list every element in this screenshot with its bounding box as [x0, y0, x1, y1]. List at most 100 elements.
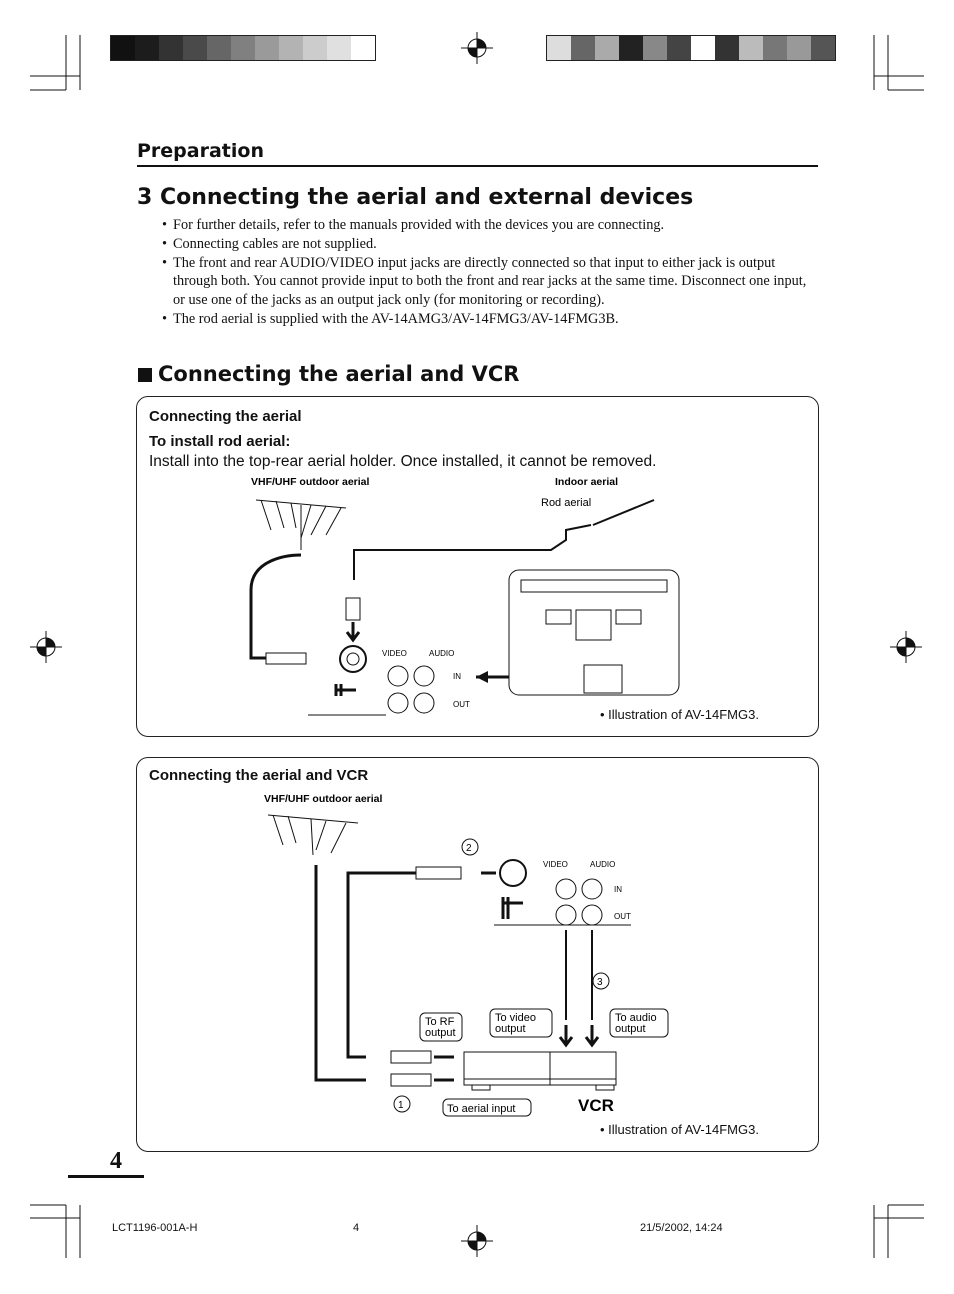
- notes-list: For further details, refer to the manual…: [162, 216, 818, 329]
- diagram-shape: [346, 652, 360, 666]
- diagram-shape: [287, 815, 297, 844]
- label-outdoor-aerial: VHF/UHF outdoor aerial: [251, 476, 370, 488]
- label-indoor-aerial: Indoor aerial: [555, 476, 618, 488]
- color-swatch: [279, 36, 303, 60]
- diagram-shape: [489, 1008, 553, 1038]
- diagram-shape: [463, 1051, 617, 1086]
- diagram-shape: [390, 1050, 432, 1064]
- panel-subheading: To install rod aerial:: [149, 433, 291, 450]
- diagram-shape: [334, 684, 356, 696]
- step-2-marker: 2: [466, 843, 472, 854]
- diagram-shape: [255, 499, 347, 509]
- diagram-shape: [545, 609, 572, 625]
- diagram-shape: [615, 609, 642, 625]
- color-swatch: [595, 36, 619, 60]
- divider: [137, 165, 818, 167]
- section-header: Preparation: [137, 140, 264, 162]
- color-swatch: [135, 36, 159, 60]
- diagram-shape: [300, 504, 312, 539]
- diagram-shape: [265, 652, 307, 665]
- color-swatch: [643, 36, 667, 60]
- label-audio: AUDIO: [429, 649, 454, 658]
- diagram-shape: [415, 866, 462, 880]
- color-swatch: [763, 36, 787, 60]
- diagram-shape: [581, 904, 603, 926]
- label-to-video: To video: [495, 1012, 536, 1024]
- label-to-rf: To RF: [425, 1016, 455, 1028]
- diagram-shape: [413, 692, 435, 714]
- color-swatch: [691, 36, 715, 60]
- aerial-connection-panel: [136, 396, 819, 737]
- label-out: OUT: [614, 912, 631, 921]
- list-item: For further details, refer to the manual…: [162, 216, 818, 235]
- diagram-shape: [555, 904, 577, 926]
- color-swatch: [207, 36, 231, 60]
- diagram-shape: [442, 1098, 532, 1117]
- color-swatch: [619, 36, 643, 60]
- diagram-shape: [434, 871, 496, 1082]
- vcr-label: VCR: [578, 1096, 614, 1115]
- list-item: The front and rear AUDIO/VIDEO input jac…: [162, 254, 818, 310]
- diagram-shape: [595, 1084, 615, 1091]
- color-swatch: [255, 36, 279, 60]
- aerial-vcr-diagram: VHF/UHF outdoor aerial 2 3 1 VIDEO AUDIO…: [264, 793, 669, 1117]
- diagram-shape: [592, 499, 655, 526]
- diagram-shape: [461, 838, 479, 856]
- label-audio: AUDIO: [590, 860, 615, 869]
- color-registration-bar-right: [546, 35, 836, 61]
- diagram-shape: [555, 878, 577, 900]
- instruction-text: Install into the top-rear aerial holder.…: [149, 453, 657, 470]
- color-swatch: [327, 36, 351, 60]
- diagram-shape: [353, 524, 592, 580]
- step-3-marker: 3: [597, 977, 603, 988]
- color-swatch: [667, 36, 691, 60]
- diagram-shape: [314, 865, 366, 1082]
- diagram-shape: [267, 814, 359, 824]
- footer-code: LCT1196-001A-H: [112, 1222, 198, 1234]
- diagram-shape: [477, 39, 486, 48]
- diagram-shape: [471, 1084, 491, 1091]
- color-swatch: [571, 36, 595, 60]
- diagram-shape: [260, 499, 272, 531]
- diagram-shape: [272, 814, 284, 846]
- diagram-shape: [310, 505, 327, 536]
- diagram-shape: [37, 39, 915, 1250]
- aerial-diagram: VHF/UHF outdoor aerial Indoor aerial Rod…: [249, 476, 680, 716]
- outdoor-aerial-icon: [255, 499, 347, 550]
- diagram-shape: [565, 930, 593, 1020]
- diagram-shape: [275, 500, 285, 529]
- diagram-shape: [468, 48, 477, 57]
- diagram-shape: [583, 664, 623, 694]
- label-to-aerial-input: To aerial input: [447, 1103, 516, 1115]
- diagram-shape: [413, 665, 435, 687]
- square-bullet-icon: [138, 368, 152, 382]
- diagram-shape: [345, 597, 361, 621]
- label-to-video-output: output: [495, 1023, 526, 1035]
- color-swatch: [739, 36, 763, 60]
- diagram-shape: [345, 622, 361, 643]
- caption: • Illustration of AV-14FMG3.: [600, 707, 759, 722]
- diagram-shape: [46, 638, 55, 647]
- label-out: OUT: [453, 700, 470, 709]
- diagram-shape: [575, 609, 612, 641]
- color-swatch: [811, 36, 835, 60]
- diagram-shape: [249, 553, 302, 660]
- diagram-shape: [499, 859, 527, 887]
- diagram-shape: [906, 638, 915, 647]
- aerial-vcr-connection-panel: [136, 757, 819, 1152]
- label-rod-aerial: Rod aerial: [541, 497, 591, 509]
- label-video: VIDEO: [382, 649, 407, 658]
- list-item: Connecting cables are not supplied.: [162, 235, 818, 254]
- diagram-shape: [581, 878, 603, 900]
- footer-date: 21/5/2002, 14:24: [640, 1222, 723, 1234]
- label-video: VIDEO: [543, 860, 568, 869]
- diagram-shape: [315, 820, 327, 851]
- label-to-audio: To audio: [615, 1012, 657, 1024]
- color-swatch: [231, 36, 255, 60]
- caption: • Illustration of AV-14FMG3.: [600, 1122, 759, 1137]
- color-swatch: [159, 36, 183, 60]
- color-swatch: [547, 36, 571, 60]
- diagram-shape: [419, 1008, 669, 1117]
- panel-heading: Connecting the aerial: [149, 408, 302, 425]
